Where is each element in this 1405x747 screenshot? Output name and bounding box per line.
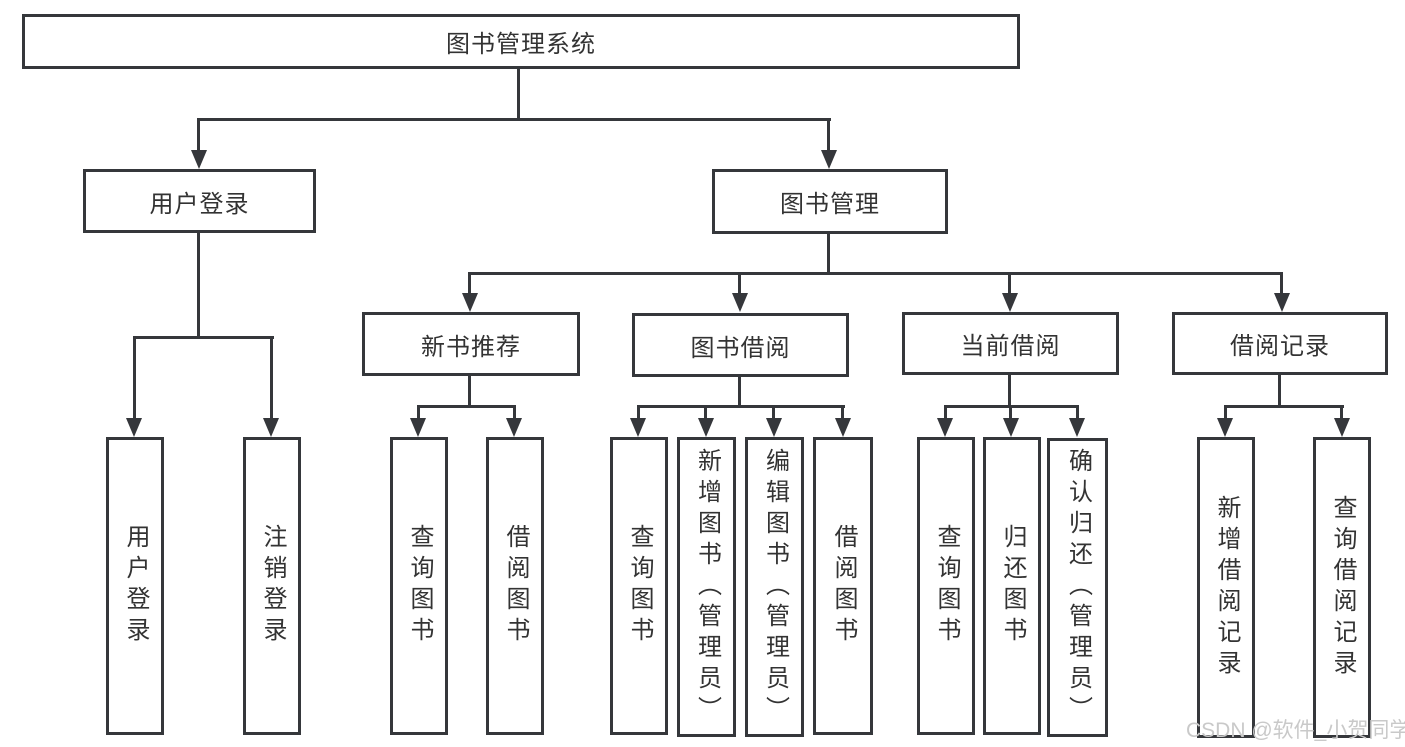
- node-label: 确认归还（管理员）: [1064, 448, 1092, 727]
- connector: [827, 118, 830, 153]
- arrow-down-icon: [937, 418, 953, 437]
- node-label: 注销登录: [259, 524, 286, 648]
- connector: [417, 405, 516, 408]
- node-user-login: 用户登录: [83, 169, 316, 233]
- leaf-borrow-books: 借阅图书: [813, 437, 873, 735]
- connector: [197, 118, 831, 121]
- arrow-down-icon: [732, 293, 748, 312]
- node-borrowing-records: 借阅记录: [1172, 312, 1388, 375]
- connector: [513, 405, 516, 420]
- leaf-edit-books-admin: 编辑图书（管理员）: [745, 437, 804, 737]
- connector: [133, 336, 136, 420]
- connector: [738, 376, 741, 407]
- connector: [704, 405, 707, 420]
- node-label: 借阅图书: [830, 524, 857, 648]
- node-label: 借阅记录: [1230, 333, 1330, 360]
- arrow-down-icon: [1069, 418, 1085, 437]
- leaf-recommend-query-books: 查询图书: [390, 437, 448, 735]
- connector: [772, 405, 775, 420]
- arrow-down-icon: [1274, 293, 1290, 312]
- arrow-down-icon: [766, 418, 782, 437]
- leaf-add-borrow-record: 新增借阅记录: [1197, 437, 1255, 738]
- arrow-down-icon: [630, 418, 646, 437]
- arrow-down-icon: [1217, 418, 1233, 437]
- arrow-down-icon: [410, 418, 426, 437]
- leaf-return-books: 归还图书: [983, 437, 1041, 735]
- arrow-down-icon: [1002, 293, 1018, 312]
- connector: [1076, 405, 1079, 420]
- node-label: 归还图书: [999, 524, 1026, 648]
- arrow-down-icon: [821, 150, 837, 169]
- node-label: 查询图书: [933, 524, 960, 648]
- connector: [133, 336, 274, 339]
- connector: [637, 405, 640, 420]
- node-label: 查询借阅记录: [1329, 494, 1356, 681]
- node-label: 新增图书（管理员）: [693, 447, 721, 727]
- node-label: 当前借阅: [960, 333, 1061, 360]
- connector: [944, 405, 947, 420]
- arrow-down-icon: [191, 150, 207, 169]
- node-label: 查询图书: [626, 524, 653, 648]
- node-label: 图书管理系统: [446, 31, 596, 58]
- node-book-management: 图书管理: [712, 169, 948, 234]
- connector: [468, 272, 471, 295]
- connector: [197, 232, 200, 338]
- connector: [738, 272, 741, 295]
- connector: [468, 375, 471, 407]
- connector: [1009, 405, 1012, 420]
- node-label: 图书管理: [780, 191, 880, 218]
- leaf-logout: 注销登录: [243, 437, 301, 735]
- node-label: 查询图书: [406, 524, 433, 648]
- arrow-down-icon: [126, 418, 142, 437]
- node-label: 用户登录: [122, 524, 149, 648]
- arrow-down-icon: [1334, 418, 1350, 437]
- node-library-management-system: 图书管理系统: [22, 14, 1020, 69]
- connector: [1008, 272, 1011, 295]
- connector: [468, 272, 1283, 275]
- connector: [1340, 405, 1343, 420]
- leaf-query-borrow-record: 查询借阅记录: [1313, 437, 1371, 738]
- leaf-add-books-admin: 新增图书（管理员）: [677, 437, 736, 737]
- connector: [197, 118, 200, 153]
- connector: [1008, 374, 1011, 407]
- arrow-down-icon: [1003, 418, 1019, 437]
- node-label: 新书推荐: [421, 333, 521, 361]
- connector: [1280, 272, 1283, 295]
- connector: [1224, 405, 1344, 408]
- leaf-user-login: 用户登录: [106, 437, 164, 735]
- leaf-confirm-return-admin: 确认归还（管理员）: [1047, 438, 1108, 737]
- node-current-borrowing: 当前借阅: [902, 312, 1119, 375]
- leaf-recommend-borrow-books: 借阅图书: [486, 437, 544, 735]
- connector: [841, 405, 844, 420]
- connector: [517, 68, 520, 118]
- csdn-watermark: CSDN @软件_小贺同学: [1186, 719, 1405, 742]
- node-new-book-recommend: 新书推荐: [362, 312, 580, 376]
- connector: [417, 405, 420, 420]
- arrow-down-icon: [835, 418, 851, 437]
- node-book-borrowing: 图书借阅: [632, 313, 849, 377]
- leaf-current-query-books: 查询图书: [917, 437, 975, 735]
- arrow-down-icon: [698, 418, 714, 437]
- leaf-borrow-query-books: 查询图书: [610, 437, 668, 735]
- connector: [827, 233, 830, 274]
- arrow-down-icon: [263, 418, 279, 437]
- connector: [1278, 374, 1281, 407]
- node-label: 新增借阅记录: [1213, 494, 1240, 681]
- node-label: 借阅图书: [502, 524, 529, 648]
- node-label: 用户登录: [149, 190, 250, 218]
- connector: [1224, 405, 1227, 420]
- arrow-down-icon: [506, 418, 522, 437]
- arrow-down-icon: [462, 293, 478, 312]
- node-label: 图书借阅: [690, 334, 791, 362]
- node-label: 编辑图书（管理员）: [761, 447, 789, 727]
- connector: [637, 405, 845, 408]
- connector: [270, 336, 273, 420]
